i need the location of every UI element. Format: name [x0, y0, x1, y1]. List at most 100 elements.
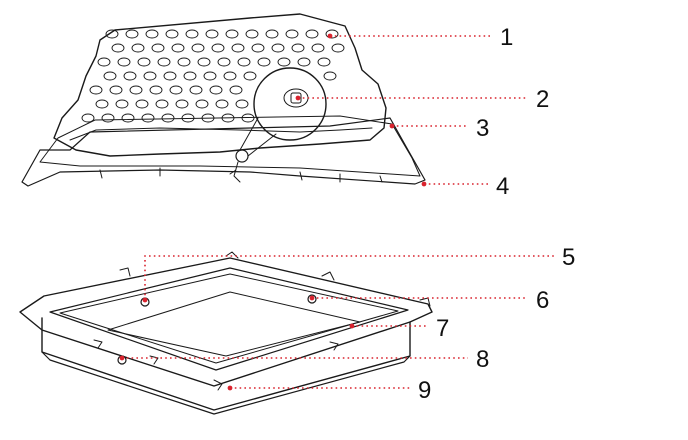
cushion-bubble — [225, 29, 239, 39]
cushion-bubble — [163, 71, 177, 81]
cushion-bubble — [109, 85, 123, 95]
callout-8: 8 — [476, 346, 489, 373]
cushion-assembly — [21, 13, 426, 187]
callout-7: 7 — [436, 315, 449, 342]
cushion-bubble — [129, 85, 143, 95]
cushion-bubble — [223, 71, 237, 81]
fastener-right — [307, 294, 317, 304]
cushion-bubble — [191, 43, 205, 53]
cushion-bubble — [177, 57, 191, 67]
cushion-bubble — [317, 57, 331, 67]
cushion-bubble — [141, 113, 155, 123]
cushion-bubble — [151, 43, 165, 53]
cushion-bubble — [189, 85, 203, 95]
cushion-bubble — [117, 57, 131, 67]
cushion-bubble — [161, 113, 175, 123]
cushion-bubble — [181, 113, 195, 123]
frame-outer-flange — [19, 257, 433, 387]
cushion-bubble — [157, 57, 171, 67]
cushion-bubble — [195, 99, 209, 109]
cushion-top — [53, 13, 387, 157]
cushion-bubble — [143, 71, 157, 81]
cushion-bubble — [81, 113, 95, 123]
cushion-bubble — [215, 99, 229, 109]
cushion-bubble — [291, 43, 305, 53]
valve-magnifier-circle — [253, 67, 327, 141]
cushion-bubble — [103, 71, 117, 81]
cushion-bubble — [145, 29, 159, 39]
cushion-bubble — [171, 43, 185, 53]
leader-dot-9 — [227, 385, 233, 391]
cushion-bubble — [305, 29, 319, 39]
cushion-bubble — [105, 29, 119, 39]
leader-dot-4 — [421, 181, 427, 187]
cushion-bubble — [311, 43, 325, 53]
callout-numbers: 1 2 3 4 5 6 7 8 9 — [418, 24, 575, 404]
cushion-bubble — [131, 43, 145, 53]
cushion-bubble — [115, 99, 129, 109]
cushion-bubble — [235, 99, 249, 109]
valve-icon — [235, 149, 249, 163]
cushion-bubble-pattern — [81, 29, 345, 123]
callout-3: 3 — [476, 115, 489, 142]
cushion-bubble — [229, 85, 243, 95]
cushion-bubble — [169, 85, 183, 95]
cushion-bubble — [237, 57, 251, 67]
cushion-bubble — [97, 57, 111, 67]
cushion-bubble — [243, 71, 257, 81]
cushion-bubble — [165, 29, 179, 39]
callout-4: 4 — [496, 173, 509, 200]
cushion-bubble — [217, 57, 231, 67]
cushion-tabs — [99, 167, 383, 183]
cushion-bubble — [183, 71, 197, 81]
cushion-bubble — [123, 71, 137, 81]
cushion-bubble — [135, 99, 149, 109]
cushion-bubble — [137, 57, 151, 67]
cushion-base-layer — [21, 117, 426, 187]
leader-5 — [144, 255, 554, 300]
callout-9: 9 — [418, 377, 431, 404]
cushion-bubble — [221, 113, 235, 123]
cushion-mid-layer — [39, 115, 421, 177]
frame-inner-rim — [49, 267, 409, 371]
leader-dot-7 — [349, 323, 355, 329]
cushion-bubble — [205, 29, 219, 39]
callout-5: 5 — [562, 244, 575, 271]
cushion-bubble — [125, 29, 139, 39]
cushion-bubble — [201, 113, 215, 123]
frame-inner-rim-2 — [59, 273, 399, 364]
cushion-bubble — [203, 71, 217, 81]
cushion-bubble — [331, 43, 345, 53]
tray-base-edge — [41, 351, 411, 415]
cushion-bubble — [155, 99, 169, 109]
cushion-bubble — [101, 113, 115, 123]
cushion-bubble — [277, 57, 291, 67]
cushion-bubble — [241, 113, 255, 123]
callout-6: 6 — [536, 287, 549, 314]
tray-floor — [107, 291, 361, 357]
leader-dot-8 — [119, 355, 125, 361]
frame-corner-brackets — [93, 251, 431, 391]
cushion-bubble — [285, 29, 299, 39]
cushion-bubble — [175, 99, 189, 109]
cushion-bubble — [323, 71, 337, 81]
callout-2: 2 — [536, 86, 549, 113]
callout-leaders — [119, 33, 554, 391]
leader-dot-6 — [309, 295, 315, 301]
leader-dot-3 — [389, 123, 395, 129]
leader-dot-5 — [142, 297, 148, 303]
cushion-bubble — [211, 43, 225, 53]
tray-body — [41, 317, 411, 411]
cushion-bubble — [297, 57, 311, 67]
cushion-bubble — [149, 85, 163, 95]
frame-assembly — [19, 251, 433, 415]
callout-1: 1 — [500, 24, 513, 51]
leader-dot-2 — [295, 95, 301, 101]
magnifier-connector — [239, 117, 277, 157]
cushion-bubble — [325, 29, 339, 39]
cushion-bubble — [209, 85, 223, 95]
cushion-bubble — [111, 43, 125, 53]
cushion-bubble — [257, 57, 271, 67]
cushion-bubble — [197, 57, 211, 67]
